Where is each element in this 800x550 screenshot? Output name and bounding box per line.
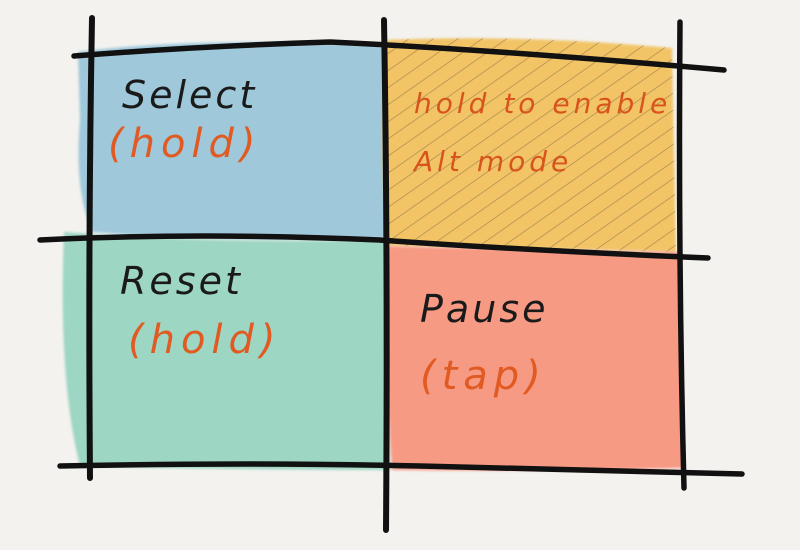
grid-line-top — [71, 39, 727, 73]
select-title: Select — [122, 73, 258, 117]
select-region — [78, 42, 386, 241]
reset-region — [62, 232, 390, 470]
grid-line-right — [676, 19, 687, 491]
pause-title: Pause — [420, 287, 549, 331]
alt-mode-hatching — [382, 38, 676, 253]
pause-region — [386, 246, 684, 471]
alt-mode-line1: hold to enable — [414, 87, 672, 120]
reset-title: Reset — [120, 259, 243, 303]
grid-line-center — [381, 17, 390, 533]
grid-lines — [37, 15, 745, 533]
reset-subtitle: (hold) — [128, 317, 282, 363]
alt-mode-line2: Alt mode — [414, 145, 573, 178]
pause-subtitle: (tap) — [420, 353, 547, 399]
grid-line-middle — [37, 233, 711, 261]
select-subtitle: (hold) — [108, 121, 262, 167]
grid-line-left — [86, 15, 95, 481]
grid-line-bottom — [57, 461, 745, 477]
